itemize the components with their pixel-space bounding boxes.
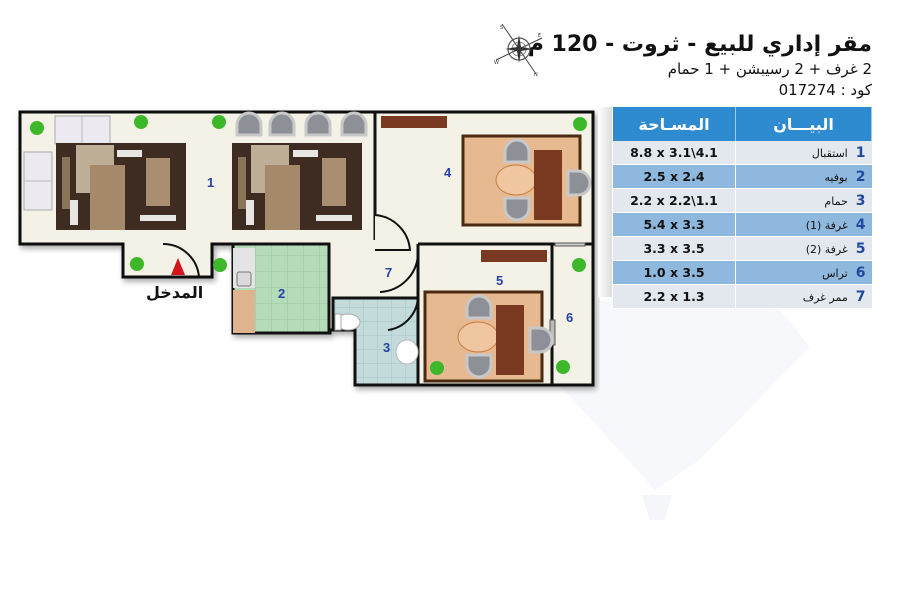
svg-text:N: N	[534, 72, 538, 76]
table-row: 2.2 x 1.3 7ممر غرف	[613, 284, 872, 309]
room-number-7: 7	[385, 265, 393, 280]
rug-1	[56, 143, 186, 230]
rug-2	[232, 143, 362, 230]
svg-text:W: W	[494, 60, 499, 66]
table-row: 2.5 x 2.4 2بوفيه	[613, 164, 872, 189]
table-row: 2.2 x 2.2\1.1 3حمام	[613, 188, 872, 213]
room-number-4: 4	[444, 165, 452, 180]
room-areas-table: المسـاحة البيـــان 8.8 x 3.1\4.1 1استقبا…	[613, 107, 872, 309]
table-row: 1.0 x 3.5 6تراس	[613, 260, 872, 285]
compass-rose-icon: S E W N	[494, 23, 543, 76]
room-number-5: 5	[496, 273, 504, 288]
table-row: 8.8 x 3.1\4.1 1استقبال	[613, 141, 872, 165]
entrance-label: المدخل	[146, 283, 204, 302]
header-description: البيـــان	[735, 107, 872, 141]
listing-subtitle: 2 غرف + 2 رسيبشن + 1 حمام	[667, 60, 872, 78]
room-number-2: 2	[278, 286, 286, 301]
table-shadow	[598, 107, 612, 297]
room-number-1: 1	[207, 175, 215, 190]
watermark-logo-base	[642, 495, 672, 520]
room-number-3: 3	[383, 340, 391, 355]
floor-plan	[18, 110, 595, 387]
table-row: 3.3 x 3.5 5غرفة (2)	[613, 236, 872, 261]
listing-title: مقر إداري للبيع - ثروت - 120 م	[527, 32, 872, 57]
table-row: 5.4 x 3.3 4غرفة (1)	[613, 212, 872, 237]
svg-text:S: S	[500, 25, 503, 31]
header-area: المسـاحة	[613, 107, 736, 141]
listing-code: كود : 017274	[778, 81, 872, 99]
plant-icons	[30, 115, 587, 375]
room-number-6: 6	[566, 310, 574, 325]
entrance-arrow-icon	[171, 258, 185, 275]
svg-text:E: E	[538, 33, 541, 39]
